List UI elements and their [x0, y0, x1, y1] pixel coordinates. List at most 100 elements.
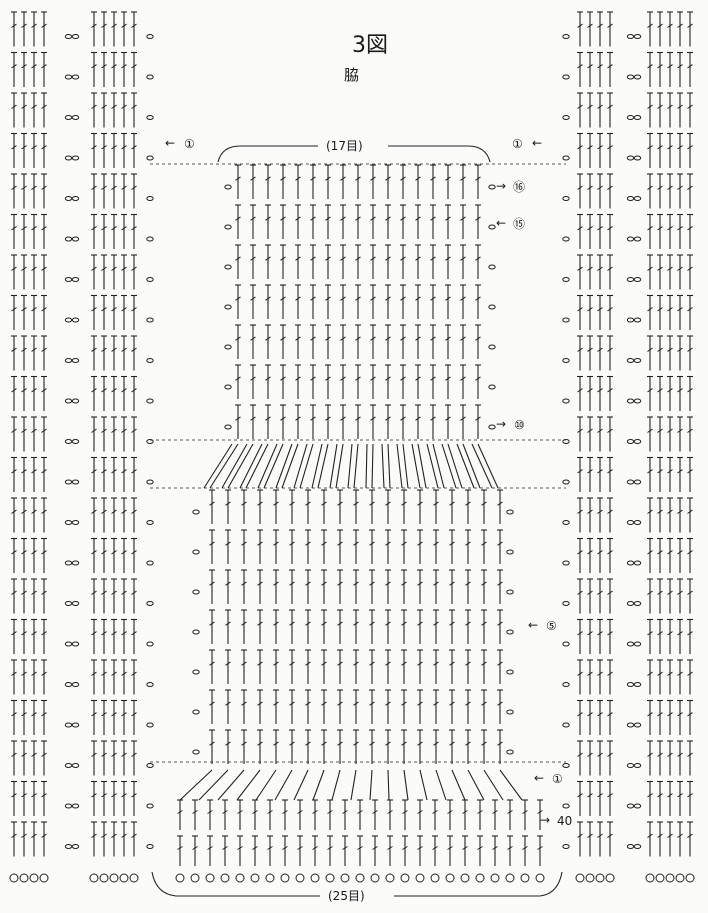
foundation-loop — [386, 874, 394, 882]
row-marker-16: → ⑯ — [496, 179, 525, 194]
foundation-loop — [10, 874, 18, 882]
svg-text:⑮: ⑮ — [513, 217, 525, 231]
chain-stitch — [72, 804, 78, 808]
chain-stitch — [193, 630, 199, 634]
foundation-loop — [666, 874, 674, 882]
svg-text:①: ① — [184, 137, 195, 151]
chain-stitch — [563, 278, 569, 282]
svg-text:←: ← — [496, 216, 506, 230]
chain-stitch — [65, 318, 71, 322]
crossing-stitch — [258, 444, 277, 488]
crossing-stitch — [436, 770, 446, 800]
chain-stitch — [627, 278, 633, 282]
crossing-stitch — [388, 770, 389, 800]
chain-stitch — [193, 550, 199, 554]
bottom-count-label: (25目) — [328, 889, 365, 903]
chain-stitch — [225, 425, 231, 429]
chain-stitch — [65, 399, 71, 403]
svg-text:←: ← — [534, 771, 544, 785]
chain-stitch — [147, 521, 153, 525]
crossing-stitch — [264, 444, 283, 488]
foundation-loop — [596, 874, 604, 882]
chain-stitch — [489, 185, 495, 189]
foundation-loop — [266, 874, 274, 882]
crossing-stitch — [330, 444, 337, 488]
chain-stitch — [72, 156, 78, 160]
chain-stitch — [147, 318, 153, 322]
foundation-loop — [251, 874, 259, 882]
crossing-stitch — [354, 444, 358, 488]
chain-stitch — [72, 642, 78, 646]
chain-stitch — [627, 683, 633, 687]
chain-stitch — [563, 723, 569, 727]
chain-stitch — [563, 237, 569, 241]
chain-stitch — [65, 197, 71, 201]
chain-stitch — [72, 278, 78, 282]
chain-stitch — [72, 399, 78, 403]
crossing-stitch — [275, 770, 292, 800]
svg-text:40: 40 — [557, 814, 572, 828]
chain-stitch — [65, 683, 71, 687]
chain-stitch — [72, 237, 78, 241]
foundation-loop — [100, 874, 108, 882]
row-marker-15: ← ⑮ — [496, 216, 525, 231]
crossing-stitch — [210, 444, 238, 488]
chain-stitch — [225, 225, 231, 229]
chain-stitch — [65, 845, 71, 849]
foundation-loop — [446, 874, 454, 882]
chain-stitch — [147, 723, 153, 727]
chain-stitch — [147, 116, 153, 120]
chain-stitch — [65, 237, 71, 241]
chain-stitch — [147, 642, 153, 646]
chain-stitch — [634, 764, 640, 768]
chain-stitch — [147, 156, 153, 160]
chain-stitch — [72, 845, 78, 849]
foundation-loop — [576, 874, 584, 882]
crossing-stitch — [180, 770, 212, 800]
crossing-stitch — [256, 770, 276, 800]
foundation-loop — [120, 874, 128, 882]
chain-stitch — [634, 642, 640, 646]
crossing-stitch — [351, 770, 356, 800]
chain-stitch — [563, 75, 569, 79]
chain-stitch — [147, 359, 153, 363]
chain-stitch — [65, 359, 71, 363]
foundation-loop — [371, 874, 379, 882]
row-marker-40: → 40 — [540, 813, 572, 828]
crossing-stitch — [478, 444, 498, 488]
chain-stitch — [65, 764, 71, 768]
chain-stitch — [147, 237, 153, 241]
chain-stitch — [147, 764, 153, 768]
row-marker-right-1: ① ← — [512, 136, 542, 151]
chain-stitch — [489, 385, 495, 389]
crossing-stitch — [397, 444, 402, 488]
chain-stitch — [147, 683, 153, 687]
chain-stitch — [634, 602, 640, 606]
chain-stitch — [72, 75, 78, 79]
chain-stitch — [507, 750, 513, 754]
foundation-loop — [40, 874, 48, 882]
chain-stitch — [563, 804, 569, 808]
crossing-stitch — [452, 770, 465, 800]
chain-stitch — [72, 359, 78, 363]
foundation-loop — [191, 874, 199, 882]
chain-stitch — [225, 385, 231, 389]
crossing-stitch — [468, 770, 484, 800]
chain-stitch — [627, 237, 633, 241]
chain-stitch — [507, 630, 513, 634]
chain-stitch — [627, 75, 633, 79]
figure-subtitle: 脇 — [344, 66, 359, 84]
foundation-loop — [401, 874, 409, 882]
chain-stitch — [507, 590, 513, 594]
chain-stitch — [627, 642, 633, 646]
chain-stitch — [65, 35, 71, 39]
foundation-loop — [221, 874, 229, 882]
chain-stitch — [225, 265, 231, 269]
crossing-stitch — [433, 444, 444, 488]
crossing-stitch — [500, 770, 522, 800]
chain-stitch — [563, 156, 569, 160]
top-count-label: (17目) — [326, 139, 363, 153]
chain-stitch — [193, 750, 199, 754]
chain-stitch — [627, 318, 633, 322]
